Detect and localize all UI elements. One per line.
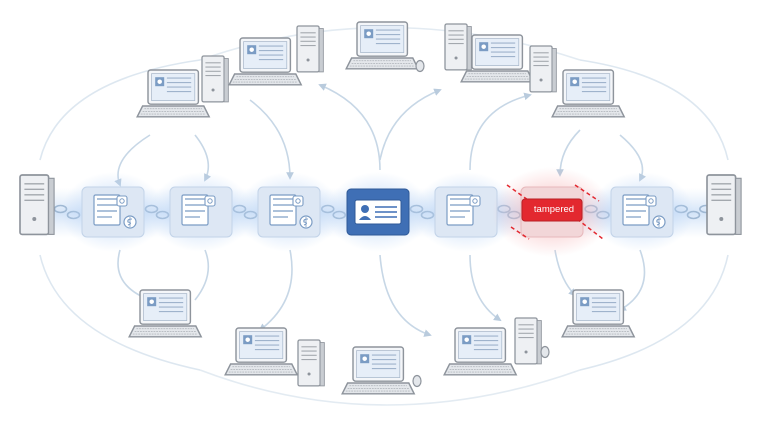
link-arc xyxy=(39,59,201,161)
link-arc xyxy=(39,254,201,371)
server-tower-icon xyxy=(529,45,557,93)
link-arc xyxy=(249,99,294,180)
link-arc xyxy=(579,254,729,371)
document-icon xyxy=(181,194,209,226)
chain-block-identity xyxy=(326,172,430,252)
link-arc xyxy=(199,369,581,406)
link-arc xyxy=(318,83,381,171)
link-arc xyxy=(469,92,532,171)
link-arc xyxy=(379,88,442,161)
mouse-icon xyxy=(415,59,425,73)
chain-block-ledger xyxy=(61,172,165,252)
link-arc xyxy=(469,254,502,322)
server-tower-icon xyxy=(297,339,325,387)
laptop-icon xyxy=(460,34,535,83)
chain-block-ledger xyxy=(149,172,253,252)
chain-block-tampered xyxy=(492,167,612,257)
padlock-icon xyxy=(116,195,128,207)
laptop-icon xyxy=(341,346,416,395)
end-servers xyxy=(19,174,742,236)
left-server-tower-icon xyxy=(19,174,55,236)
document-icon xyxy=(446,194,474,226)
coin-icon xyxy=(652,215,666,229)
server-tower-icon xyxy=(514,317,542,365)
id-card-icon xyxy=(354,199,402,225)
padlock-icon xyxy=(292,195,304,207)
server-tower-icon xyxy=(444,23,472,71)
padlock-icon xyxy=(645,195,657,207)
peer-network xyxy=(128,21,636,395)
right-server-tower-icon xyxy=(706,174,742,236)
laptop-icon xyxy=(561,289,636,338)
padlock-icon xyxy=(469,195,481,207)
server-tower-icon xyxy=(296,25,324,73)
chain-block-ledger xyxy=(414,172,518,252)
link-arc xyxy=(618,249,646,311)
laptop-icon xyxy=(128,289,203,338)
laptop-icon xyxy=(443,327,518,376)
link-arc xyxy=(194,249,210,301)
link-arc xyxy=(379,254,432,337)
padlock-icon xyxy=(204,195,216,207)
laptop-icon xyxy=(228,37,303,86)
coin-icon xyxy=(123,215,137,229)
laptop-icon xyxy=(136,69,211,118)
coin-icon xyxy=(299,215,313,229)
laptop-icon xyxy=(551,69,626,118)
document-icon xyxy=(622,194,650,226)
laptop-icon xyxy=(224,327,299,376)
blockchain xyxy=(61,167,694,257)
link-arc xyxy=(258,249,293,332)
chain-block-ledger xyxy=(590,172,694,252)
document-icon xyxy=(93,194,121,226)
server-tower-icon xyxy=(201,55,229,103)
laptop-icon xyxy=(345,21,420,70)
chain-block-ledger xyxy=(237,172,341,252)
mouse-icon xyxy=(412,374,422,388)
document-icon xyxy=(269,194,297,226)
tampered-badge xyxy=(521,198,583,222)
link-arc xyxy=(579,59,729,161)
mouse-icon xyxy=(540,345,550,359)
